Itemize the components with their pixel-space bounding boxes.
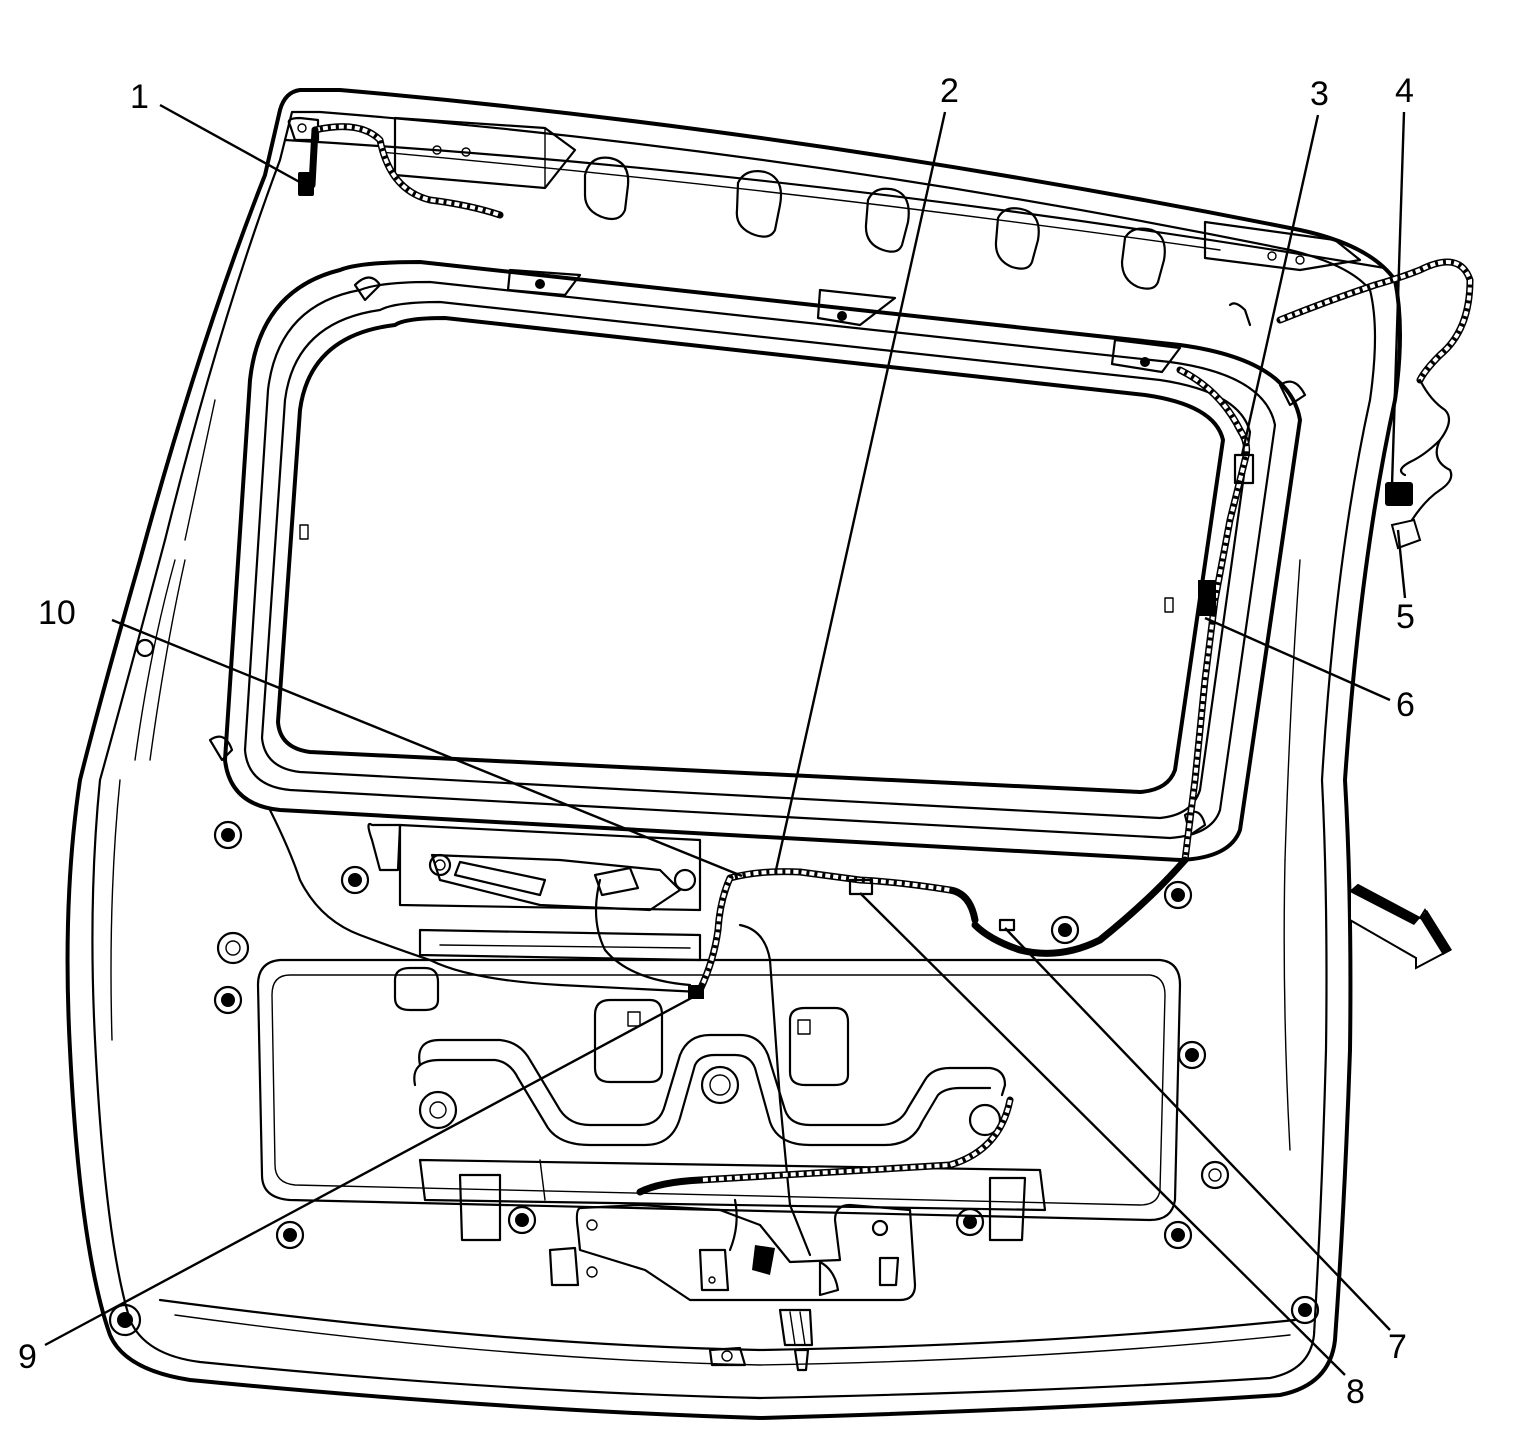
connector-5 (1390, 518, 1422, 550)
connector-4 (1385, 482, 1413, 506)
callout-2: 2 (940, 72, 959, 110)
bolt (1290, 1295, 1320, 1325)
leader-8 (859, 892, 1346, 1376)
bolt (1163, 880, 1193, 910)
window-opening (208, 260, 1307, 862)
bolt (135, 638, 155, 658)
leader-1 (159, 103, 306, 187)
callout-1: 1 (130, 78, 149, 116)
bolt (213, 820, 243, 850)
connector-1 (298, 172, 314, 196)
leader-3 (1240, 114, 1320, 456)
bolt (1050, 915, 1080, 945)
callout-7: 7 (1388, 1328, 1407, 1366)
bolt (507, 1205, 537, 1235)
connector-3 (1233, 453, 1255, 485)
leader-9 (44, 993, 698, 1347)
wiper-motor-assembly (367, 822, 702, 962)
callout-9: 9 (18, 1338, 37, 1376)
mounting-bolts (108, 638, 1320, 1337)
spoiler-mounting-pads (583, 156, 1166, 290)
callout-leaders (44, 103, 1407, 1376)
connector-6 (1198, 580, 1216, 616)
lower-inner-panel (256, 958, 1182, 1222)
latch-assembly (418, 1158, 1047, 1372)
callout-3: 3 (1310, 75, 1329, 113)
bolt (1177, 1040, 1207, 1070)
callout-6: 6 (1396, 686, 1415, 724)
bolt (340, 865, 370, 895)
bolt (213, 985, 243, 1015)
leader-2 (774, 111, 947, 871)
leader-6 (1204, 616, 1391, 702)
leader-7 (1004, 927, 1391, 1331)
callout-10: 10 (38, 594, 76, 632)
callout-5: 5 (1396, 598, 1415, 636)
callout-4: 4 (1395, 72, 1414, 110)
callout-labels: 1 2 3 4 5 6 7 8 9 10 (18, 72, 1415, 1411)
bolt (1163, 1220, 1193, 1250)
wiring-harness (268, 123, 1474, 1257)
leader-5 (1396, 529, 1407, 599)
callout-8: 8 (1346, 1373, 1365, 1411)
direction-arrow-icon (1349, 883, 1452, 970)
bolt (108, 1303, 142, 1337)
bolt (1200, 1160, 1230, 1190)
leader-4 (1390, 111, 1406, 486)
connector-9 (688, 985, 704, 999)
liftgate-outer-panel (65, 88, 1402, 1420)
leader-10 (111, 618, 743, 878)
bolt (216, 931, 250, 965)
bolt (275, 1220, 305, 1250)
